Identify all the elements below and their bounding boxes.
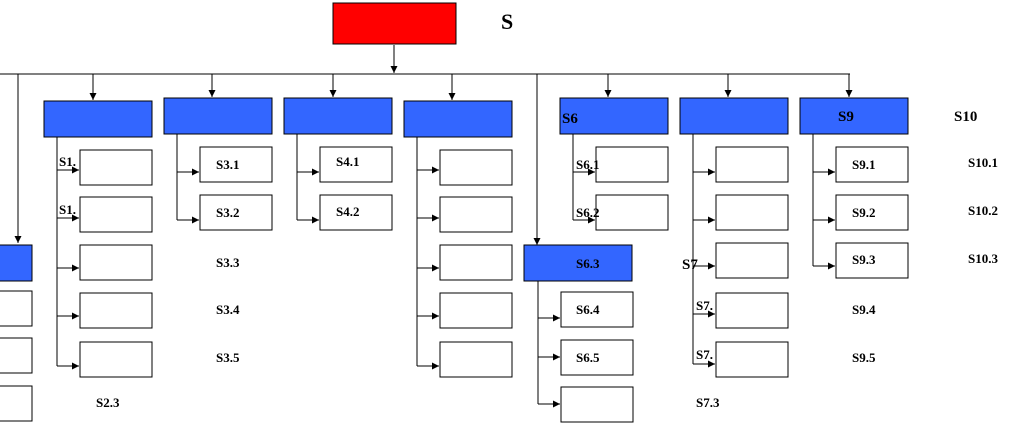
- label-s6-3: S6.3: [576, 256, 600, 271]
- label-s9-1: S9.1: [852, 157, 875, 172]
- node-s6-4[interactable]: [560, 291, 634, 328]
- node-s1-2[interactable]: [79, 196, 153, 233]
- label-s10-3: S10.3: [968, 251, 998, 266]
- node-s3-2[interactable]: [199, 194, 273, 231]
- connector-lines: [0, 45, 853, 408]
- label-s9-2: S9.2: [852, 205, 875, 220]
- label-s7-y: S7.: [696, 347, 713, 362]
- node-s6-5[interactable]: [560, 339, 634, 376]
- node-s9-3[interactable]: [835, 242, 909, 279]
- node-s7-5[interactable]: [715, 341, 789, 378]
- node-s4-2[interactable]: [319, 194, 393, 231]
- node-s9-1[interactable]: [835, 146, 909, 183]
- label-s10-1: S10.1: [968, 155, 998, 170]
- node-s6-1[interactable]: [595, 146, 669, 183]
- node-s6-2[interactable]: [595, 194, 669, 231]
- node-s7[interactable]: [679, 97, 789, 135]
- node-boxes: [0, 2, 909, 423]
- label-s6-4: S6.4: [576, 302, 600, 317]
- node-s1-3[interactable]: [79, 244, 153, 281]
- node-s7-1[interactable]: [715, 146, 789, 183]
- label-s1-2: S1.: [59, 202, 76, 217]
- node-s4-1[interactable]: [319, 146, 393, 183]
- node-s9-2[interactable]: [835, 194, 909, 231]
- label-s4-2: S4.2: [336, 204, 359, 219]
- label-s6: S6: [562, 111, 578, 127]
- label-s2-3: S2.3: [96, 395, 120, 410]
- node-s6-3[interactable]: [523, 244, 633, 282]
- label-s3-1: S3.1: [216, 157, 239, 172]
- node-labels: S S1. S1. S2.3 S3.1 S3.2 S3.3 S3.4 S3.5 …: [59, 9, 998, 410]
- label-s9-3: S9.3: [852, 252, 876, 267]
- label-s3-2: S3.2: [216, 205, 239, 220]
- node-s2-3[interactable]: [0, 385, 33, 422]
- label-s6-1: S6.1: [576, 157, 599, 172]
- node-s1-4[interactable]: [79, 292, 153, 329]
- label-s4-1: S4.1: [336, 154, 359, 169]
- label-s7-x: S7.: [696, 298, 713, 313]
- node-s5-2[interactable]: [439, 196, 513, 233]
- label-s9-5: S9.5: [852, 350, 876, 365]
- node-s7-2[interactable]: [715, 194, 789, 231]
- node-s1-5[interactable]: [79, 341, 153, 378]
- node-s5-5[interactable]: [439, 341, 513, 378]
- label-s3-4: S3.4: [216, 302, 240, 317]
- node-s9[interactable]: [799, 97, 909, 135]
- node-s5-1[interactable]: [439, 149, 513, 186]
- node-s1-1[interactable]: [79, 149, 153, 186]
- node-s1[interactable]: [43, 100, 153, 138]
- node-s5-3[interactable]: [439, 244, 513, 281]
- node-s5-4[interactable]: [439, 292, 513, 329]
- label-s6-2: S6.2: [576, 205, 599, 220]
- node-s3[interactable]: [163, 97, 273, 135]
- label-s7: S7: [682, 257, 698, 273]
- label-s9-4: S9.4: [852, 302, 876, 317]
- node-s7-3[interactable]: [715, 242, 789, 279]
- node-s3-1[interactable]: [199, 146, 273, 183]
- label-s9: S9: [838, 109, 854, 125]
- label-s3-5: S3.5: [216, 350, 240, 365]
- label-s10-2: S10.2: [968, 203, 998, 218]
- label-s1-1: S1.: [59, 154, 76, 169]
- label-s3-3: S3.3: [216, 255, 240, 270]
- label-s10: S10: [954, 109, 977, 125]
- node-s2-1[interactable]: [0, 290, 33, 327]
- node-s6[interactable]: [559, 97, 669, 135]
- node-s2[interactable]: [0, 244, 33, 282]
- label-s6-5: S6.5: [576, 350, 600, 365]
- node-s7-4[interactable]: [715, 292, 789, 329]
- root-node[interactable]: [332, 2, 457, 45]
- root-label: S: [501, 9, 513, 34]
- node-s6-6[interactable]: [560, 386, 634, 423]
- node-s4[interactable]: [283, 97, 393, 135]
- label-s7-3: S7.3: [696, 395, 720, 410]
- node-s5[interactable]: [403, 100, 513, 138]
- node-s2-2[interactable]: [0, 337, 33, 374]
